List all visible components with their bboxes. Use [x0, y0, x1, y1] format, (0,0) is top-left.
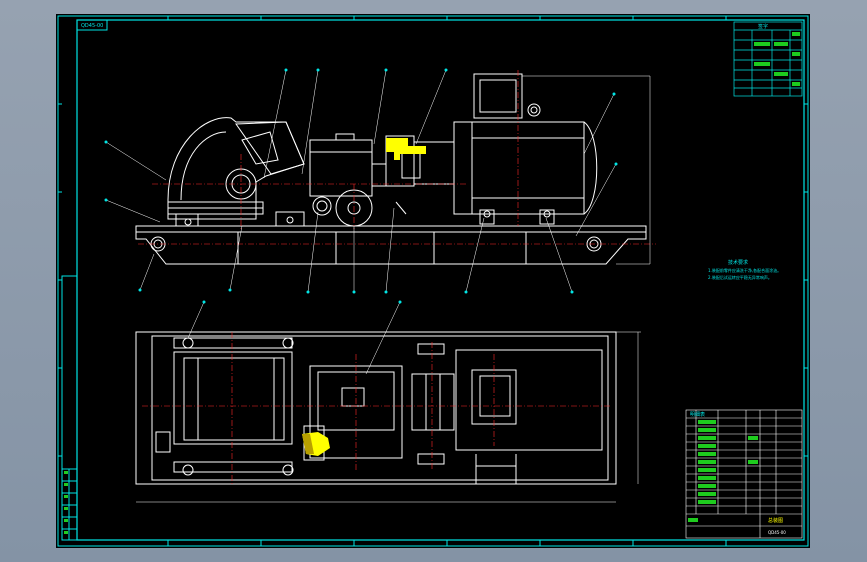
parts-table-header: 明细表 [690, 411, 705, 418]
revision-header: 签字 [758, 23, 768, 30]
binding-strip-marks [64, 471, 68, 534]
parts-table-fill [688, 420, 758, 522]
notes-heading: 技术要求 [728, 259, 748, 266]
assembly-drawing: QD45-00 签字 [57, 15, 809, 547]
revision-block-fill [754, 32, 800, 86]
plan-center-lines [142, 332, 612, 484]
balloon-markers [104, 68, 618, 304]
plan-view [135, 331, 617, 485]
parts-table [685, 409, 803, 539]
drawing-sheet[interactable]: QD45-00 签字 [56, 14, 810, 548]
notes-line-2: 2.装配后试运转应平稳无异常响声。 [708, 274, 772, 280]
dimension-lines [136, 75, 651, 503]
leader-lines [105, 69, 617, 375]
drawing-id-label: QD45-00 [81, 23, 103, 29]
coupling-highlight [386, 138, 426, 160]
revision-block [733, 21, 803, 97]
front-view [135, 73, 647, 265]
title-block-id: QD45-00 [768, 530, 786, 535]
center-lines [138, 70, 656, 245]
title-block-name: 总装图 [768, 517, 783, 524]
notes-line-1: 1.装配前零件应清洗干净,各配合面涂油。 [708, 267, 781, 273]
technical-notes: 技术要求 1.装配前零件应清洗干净,各配合面涂油。 2.装配后试运转应平稳无异常… [708, 259, 781, 280]
gear-highlight-dark [302, 434, 314, 454]
sheet-frame [57, 15, 809, 547]
